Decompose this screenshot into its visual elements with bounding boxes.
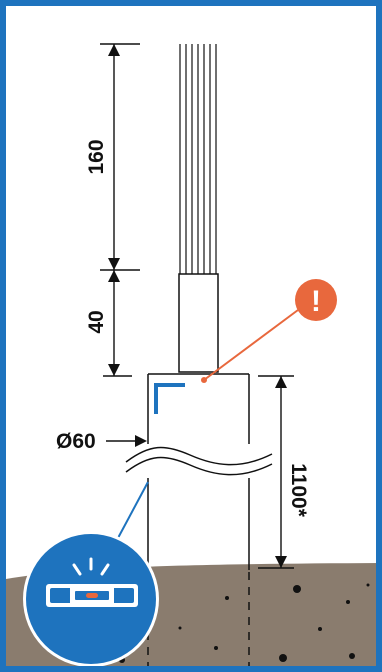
spirit-level-icon (46, 584, 138, 607)
corner-bracket-icon (154, 383, 185, 414)
dimension-label-40: 40 (85, 310, 108, 333)
wire-bundle (179, 44, 217, 274)
dimension-label-160: 160 (85, 139, 108, 174)
dimension-40 (103, 270, 132, 377)
dimension-label-1100: 1100* (287, 463, 310, 518)
cable-sleeve (178, 273, 219, 373)
level-leader-line (117, 481, 149, 539)
pipe-sleeve (147, 373, 250, 570)
arrow-40-top (108, 270, 120, 282)
break-marks (125, 446, 273, 476)
diameter-arrowhead (135, 435, 147, 447)
dimension-1100 (258, 375, 294, 569)
arrow-1100-top (275, 376, 287, 388)
arrow-40-bottom (108, 364, 120, 376)
arrow-160-bottom (108, 258, 120, 270)
arrow-1100-bottom (275, 556, 287, 568)
warning-leader-line (203, 309, 299, 381)
warning-icon: ! (295, 279, 337, 321)
warning-leader-dot (201, 377, 207, 383)
diameter-label: Ø60 (56, 430, 96, 453)
arrow-160-top (108, 44, 120, 56)
level-rays (72, 557, 110, 576)
warning-symbol: ! (311, 285, 321, 318)
spirit-level-inset (23, 531, 159, 667)
dimension-160 (100, 43, 140, 271)
